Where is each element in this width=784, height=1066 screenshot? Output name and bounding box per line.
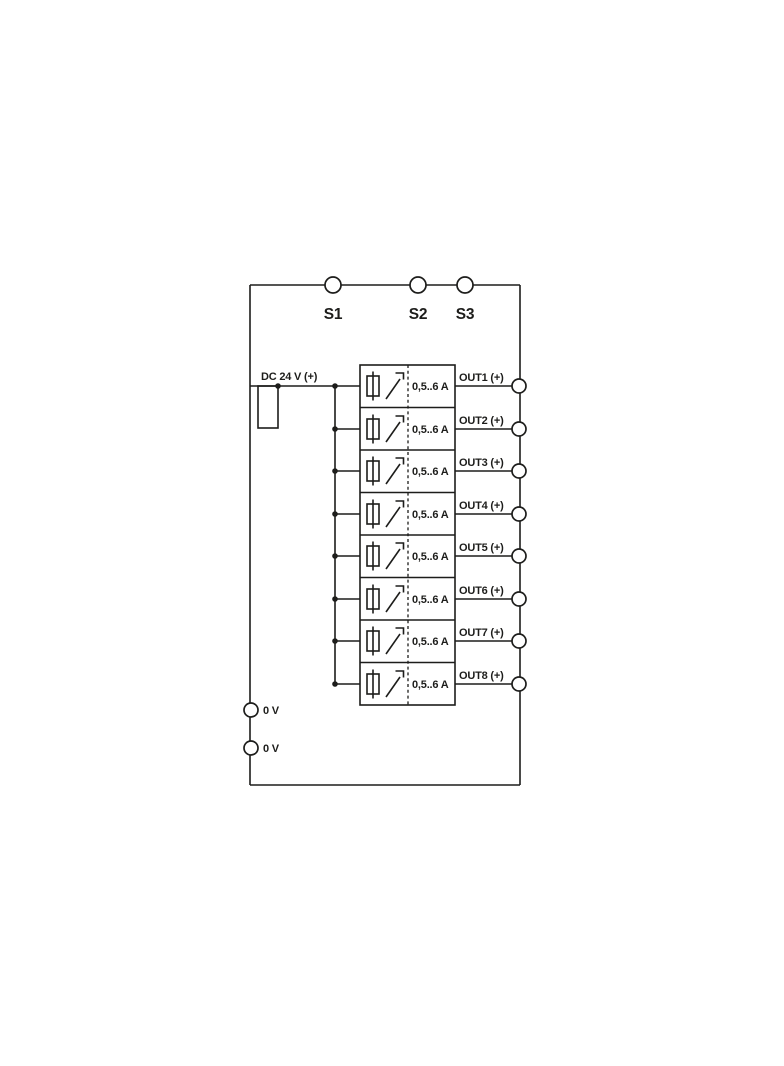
output-terminal-icon bbox=[511, 548, 527, 564]
channel-rating-label: 0,5..6 A bbox=[412, 636, 449, 648]
terminal-s2-icon bbox=[409, 276, 427, 294]
output-label: OUT1 (+) bbox=[459, 372, 504, 384]
zero-volt-terminals: 0 V 0 V bbox=[243, 702, 280, 756]
output-label: OUT6 (+) bbox=[459, 585, 504, 597]
switch-blade-icon bbox=[385, 676, 401, 698]
junction-dot bbox=[332, 596, 338, 602]
fuse-icon bbox=[366, 375, 380, 397]
channel-row-3: 0,5..6 A OUT3 (+) bbox=[332, 456, 527, 486]
output-terminal-icon bbox=[511, 421, 527, 437]
terminal-s1-label: S1 bbox=[324, 306, 343, 323]
fuse-icon bbox=[366, 503, 380, 525]
switch-blade-icon bbox=[385, 548, 401, 570]
terminal-0v-1-icon bbox=[243, 702, 259, 718]
switch-contact-icon bbox=[395, 627, 405, 635]
output-terminal-icon bbox=[511, 591, 527, 607]
channel-rating-label: 0,5..6 A bbox=[412, 679, 449, 691]
switch-contact-icon bbox=[395, 372, 405, 380]
junction-dot bbox=[332, 553, 338, 559]
switch-blade-icon bbox=[385, 463, 401, 485]
output-label: OUT7 (+) bbox=[459, 627, 504, 639]
junction-dot bbox=[275, 383, 281, 389]
supply-label: DC 24 V (+) bbox=[261, 371, 318, 383]
top-terminals: S1 S2 S3 bbox=[324, 276, 475, 323]
switch-blade-icon bbox=[385, 421, 401, 443]
switch-blade-icon bbox=[385, 591, 401, 613]
terminal-s3-label: S3 bbox=[456, 306, 475, 323]
output-terminal-icon bbox=[511, 633, 527, 649]
switch-blade-icon bbox=[385, 506, 401, 528]
output-terminal-icon bbox=[511, 378, 527, 394]
terminal-0v-1-label: 0 V bbox=[263, 705, 280, 717]
output-label: OUT8 (+) bbox=[459, 670, 504, 682]
junction-dot bbox=[332, 681, 338, 687]
switch-contact-icon bbox=[395, 457, 405, 465]
junction-dot bbox=[332, 426, 338, 432]
output-label: OUT2 (+) bbox=[459, 415, 504, 427]
output-terminal-icon bbox=[511, 506, 527, 522]
terminal-s2-label: S2 bbox=[409, 306, 428, 323]
channel-row-4: 0,5..6 A OUT4 (+) bbox=[332, 499, 527, 529]
switch-contact-icon bbox=[395, 585, 405, 593]
channel-row-7: 0,5..6 A OUT7 (+) bbox=[332, 626, 527, 656]
supply-tap-symbol bbox=[257, 385, 279, 429]
channel-row-6: 0,5..6 A OUT6 (+) bbox=[332, 584, 527, 614]
output-label: OUT3 (+) bbox=[459, 457, 504, 469]
junction-dot bbox=[332, 638, 338, 644]
terminal-s3-icon bbox=[456, 276, 474, 294]
switch-blade-icon bbox=[385, 633, 401, 655]
output-label: OUT5 (+) bbox=[459, 542, 504, 554]
terminal-s1-icon bbox=[324, 276, 342, 294]
channel-rating-label: 0,5..6 A bbox=[412, 594, 449, 606]
junction-dot bbox=[332, 468, 338, 474]
fuse-icon bbox=[366, 418, 380, 440]
channel-rating-label: 0,5..6 A bbox=[412, 509, 449, 521]
fuse-icon bbox=[366, 460, 380, 482]
output-label: OUT4 (+) bbox=[459, 500, 504, 512]
fuse-icon bbox=[366, 630, 380, 652]
channel-rating-label: 0,5..6 A bbox=[412, 551, 449, 563]
channel-rating-label: 0,5..6 A bbox=[412, 466, 449, 478]
channel-row-2: 0,5..6 A OUT2 (+) bbox=[332, 414, 527, 444]
fuse-icon bbox=[366, 588, 380, 610]
switch-contact-icon bbox=[395, 542, 405, 550]
switch-blade-icon bbox=[385, 378, 401, 400]
output-terminal-icon bbox=[511, 676, 527, 692]
terminal-0v-2-icon bbox=[243, 740, 259, 756]
module-outline bbox=[249, 284, 521, 786]
channel-row-8: 0,5..6 A OUT8 (+) bbox=[332, 669, 527, 699]
junction-dot bbox=[332, 383, 338, 389]
fuse-icon bbox=[366, 545, 380, 567]
switch-contact-icon bbox=[395, 415, 405, 423]
channel-rating-label: 0,5..6 A bbox=[412, 424, 449, 436]
output-terminal-icon bbox=[511, 463, 527, 479]
channel-row-1: 0,5..6 A OUT1 (+) bbox=[332, 371, 527, 401]
junction-dot bbox=[332, 511, 338, 517]
channel-row-5: 0,5..6 A OUT5 (+) bbox=[332, 541, 527, 571]
channel-rating-label: 0,5..6 A bbox=[412, 381, 449, 393]
switch-contact-icon bbox=[395, 500, 405, 508]
terminal-0v-2-label: 0 V bbox=[263, 743, 280, 755]
fuse-icon bbox=[366, 673, 380, 695]
switch-contact-icon bbox=[395, 670, 405, 678]
